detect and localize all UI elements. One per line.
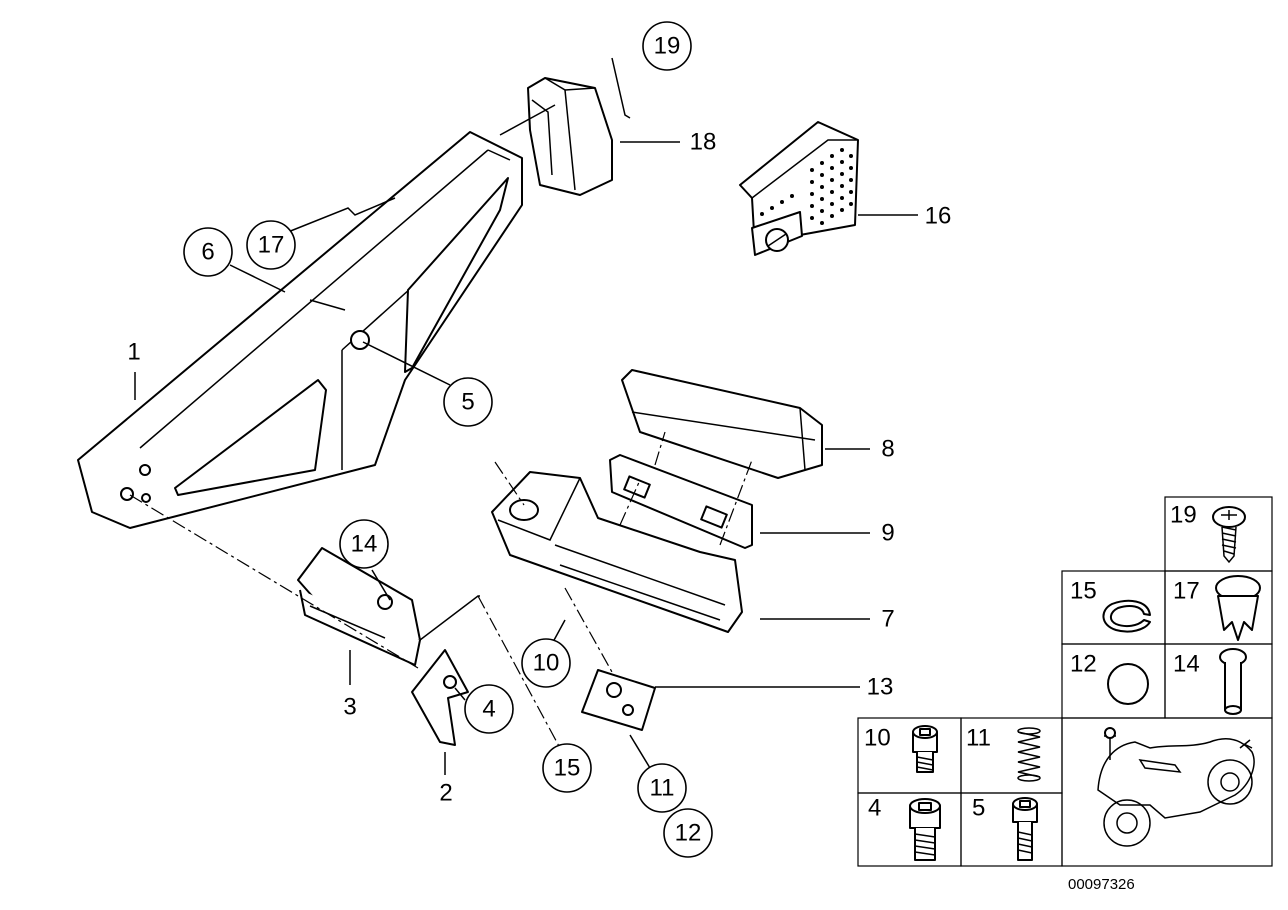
footpeg-part (491, 471, 743, 633)
callout-17: 17 (246, 220, 296, 270)
callout-19: 19 (642, 21, 692, 71)
callout-4: 4 (464, 684, 514, 734)
callout-label: 1 (127, 339, 140, 366)
legend-number: 12 (1070, 651, 1097, 678)
perforated-plate-part (739, 121, 859, 256)
legend-cell-14: 14 (1173, 648, 1247, 715)
callout-label: 4 (482, 696, 495, 723)
callout-16: 16 (925, 203, 952, 230)
callout-13: 13 (867, 674, 894, 701)
legend-number: 4 (868, 795, 881, 822)
callout-8: 8 (881, 436, 894, 463)
legend-number: 5 (972, 795, 985, 822)
callout-label: 16 (925, 203, 952, 230)
hardware-legend: 19 15 17 12 (857, 496, 1273, 867)
callout-14: 14 (339, 519, 389, 569)
legend-cell-15: 15 (1070, 578, 1151, 633)
legend-cell-11: 11 (966, 725, 1041, 782)
legend-cell-5: 5 (972, 795, 1038, 861)
expanding-rivet-icon (1215, 575, 1261, 641)
legend-number: 17 (1173, 578, 1200, 605)
document-id: 00097326 (1068, 876, 1135, 893)
callout-12: 12 (663, 808, 713, 858)
callout-9: 9 (881, 520, 894, 547)
callout-10: 10 (521, 638, 571, 688)
legend-number: 15 (1070, 578, 1097, 605)
legend-number: 19 (1170, 502, 1197, 529)
socket-screw-long-icon (1012, 797, 1038, 861)
callout-label: 7 (881, 606, 894, 633)
legend-cell-19: 19 (1170, 502, 1246, 564)
callout-label: 11 (650, 775, 675, 802)
legend-number: 10 (864, 725, 891, 752)
callout-11: 11 (637, 763, 687, 813)
socket-screw-large-icon (909, 798, 941, 861)
callout-label: 2 (439, 780, 452, 807)
small-plate-part (581, 669, 656, 731)
legend-number: 14 (1173, 651, 1200, 678)
footrest-bracket-part (77, 131, 523, 529)
spring-icon (1017, 727, 1041, 782)
callout-15: 15 (542, 743, 592, 793)
callout-label: 9 (881, 520, 894, 547)
legend-number: 11 (966, 725, 991, 752)
callout-label: 8 (881, 436, 894, 463)
socket-screw-icon (912, 725, 938, 773)
washer-screw-icon (1212, 506, 1246, 564)
callout-label: 19 (654, 33, 681, 60)
callout-label: 3 (343, 694, 356, 721)
leader-lines (129, 57, 918, 775)
cap-icon (1107, 663, 1149, 705)
callout-7: 7 (881, 606, 894, 633)
legend-cell-4: 4 (868, 795, 941, 861)
callout-label: 10 (533, 650, 560, 677)
callout-label: 15 (554, 755, 581, 782)
callout-label: 17 (258, 232, 285, 259)
callout-label: 13 (867, 674, 894, 701)
legend-cell-12: 12 (1070, 651, 1149, 705)
bracket-clip-part (411, 649, 469, 746)
callout-label: 5 (461, 389, 474, 416)
callout-label: 14 (351, 531, 378, 558)
circlip-icon (1102, 599, 1151, 633)
callout-label: 18 (690, 129, 717, 156)
callout-18: 18 (690, 129, 717, 156)
callout-5: 5 (443, 377, 493, 427)
legend-cell-17: 17 (1173, 575, 1261, 641)
plate-hole-grid (760, 148, 853, 225)
pin-icon (1219, 648, 1247, 715)
callout-label: 12 (675, 820, 702, 847)
motorcycle-illustration (1097, 727, 1255, 847)
rubber-pad-part (621, 369, 823, 479)
callout-2: 2 (439, 780, 452, 807)
end-cap-part (527, 77, 613, 196)
callout-1: 1 (127, 339, 140, 366)
callout-3: 3 (343, 694, 356, 721)
callout-6: 6 (183, 227, 233, 277)
callout-label: 6 (201, 239, 214, 266)
legend-cell-10: 10 (864, 725, 938, 773)
